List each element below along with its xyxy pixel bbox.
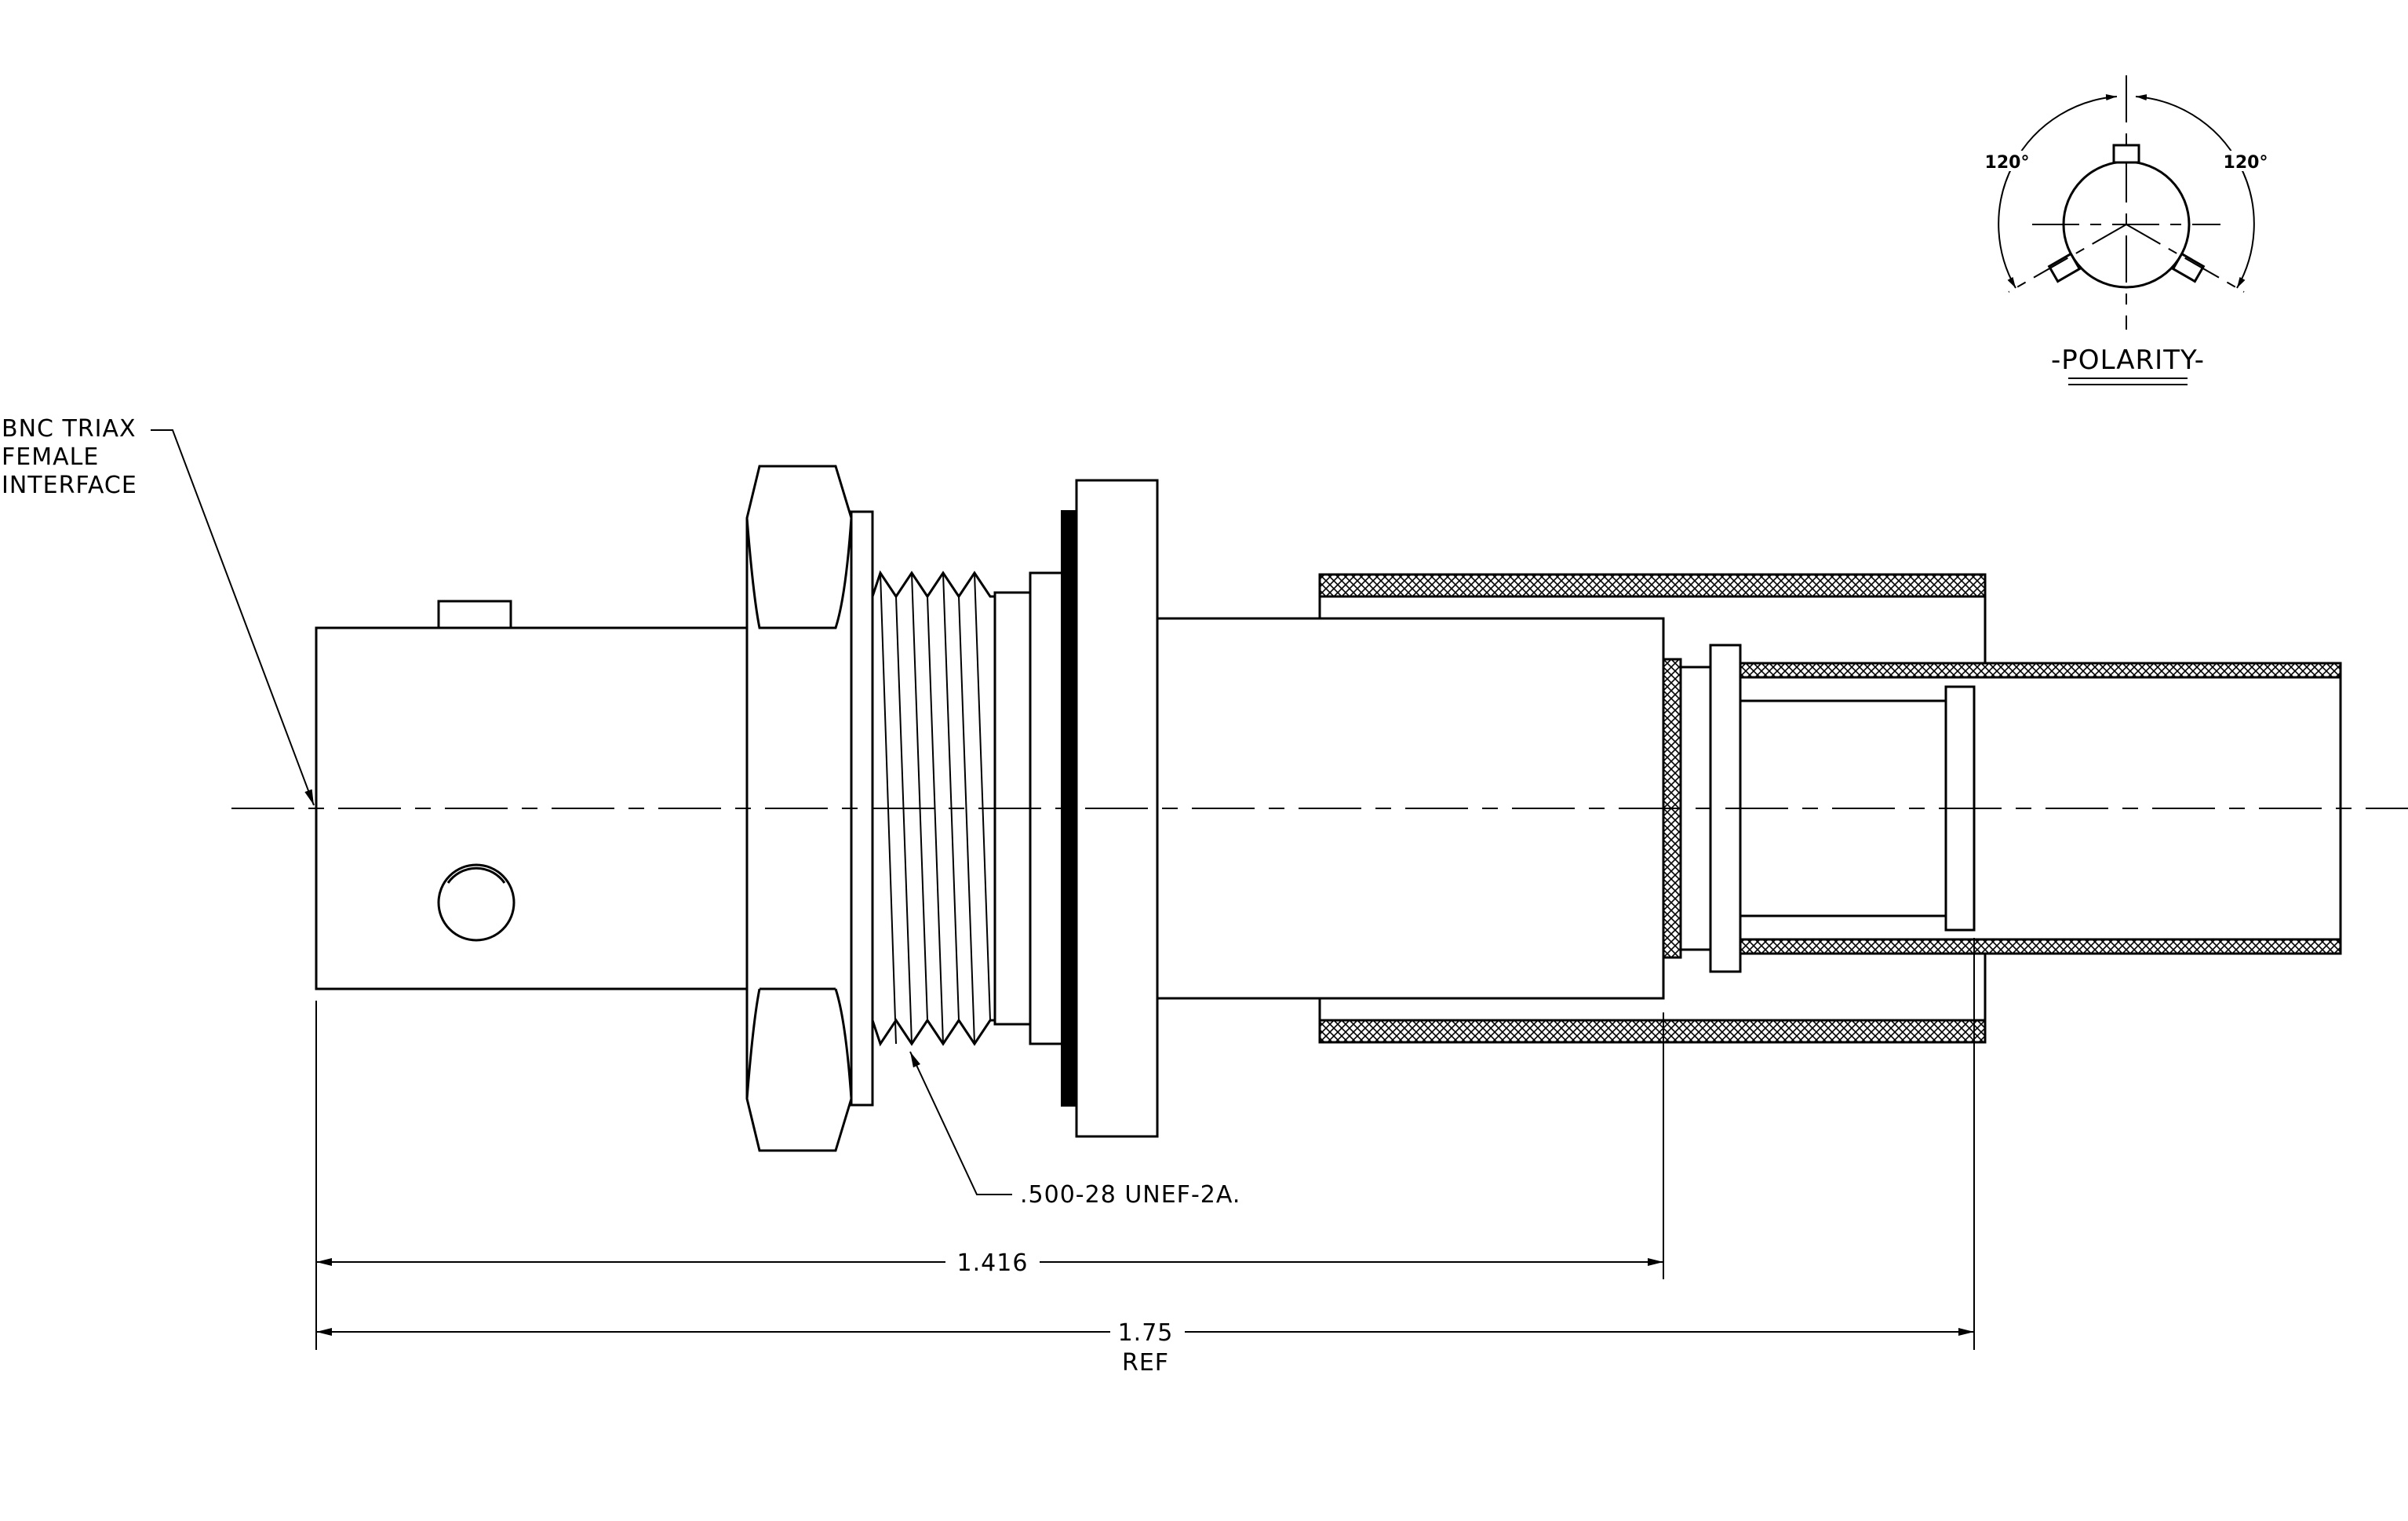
dimension-value-1: 1.416 (957, 1249, 1029, 1277)
polarity-angle-right: 120° (2224, 153, 2268, 173)
polarity-detail: 120° 120° -POLARITY- (1984, 75, 2269, 385)
dimension-note-2: REF (1122, 1349, 1169, 1377)
interface-label-line-3: INTERFACE (2, 472, 137, 499)
interface-label-line-1: BNC TRIAX (2, 415, 137, 443)
thread-label: .500-28 UNEF-2A. (1020, 1181, 1240, 1209)
interface-label-line-2: FEMALE (2, 443, 99, 471)
outer-crimp-sleeve (1318, 573, 1987, 1044)
polarity-key-top (2112, 144, 2140, 164)
thread-callout: .500-28 UNEF-2A. (909, 1051, 1240, 1209)
inner-crimp-sleeve (1739, 662, 2342, 955)
polarity-key-left (2047, 252, 2082, 283)
dimension-1-75: 1.75 REF (316, 938, 1975, 1377)
dimension-1-416: 1.416 (315, 1001, 1664, 1350)
bnc-body (315, 600, 761, 990)
interface-callout: BNC TRIAX FEMALE INTERFACE (2, 415, 315, 806)
polarity-title: -POLARITY- (2051, 345, 2205, 376)
polarity-key-right (2171, 252, 2206, 283)
polarity-angle-left: 120° (1985, 153, 2030, 173)
bayonet-stud (437, 863, 515, 942)
dimension-value-2: 1.75 (1118, 1319, 1174, 1347)
